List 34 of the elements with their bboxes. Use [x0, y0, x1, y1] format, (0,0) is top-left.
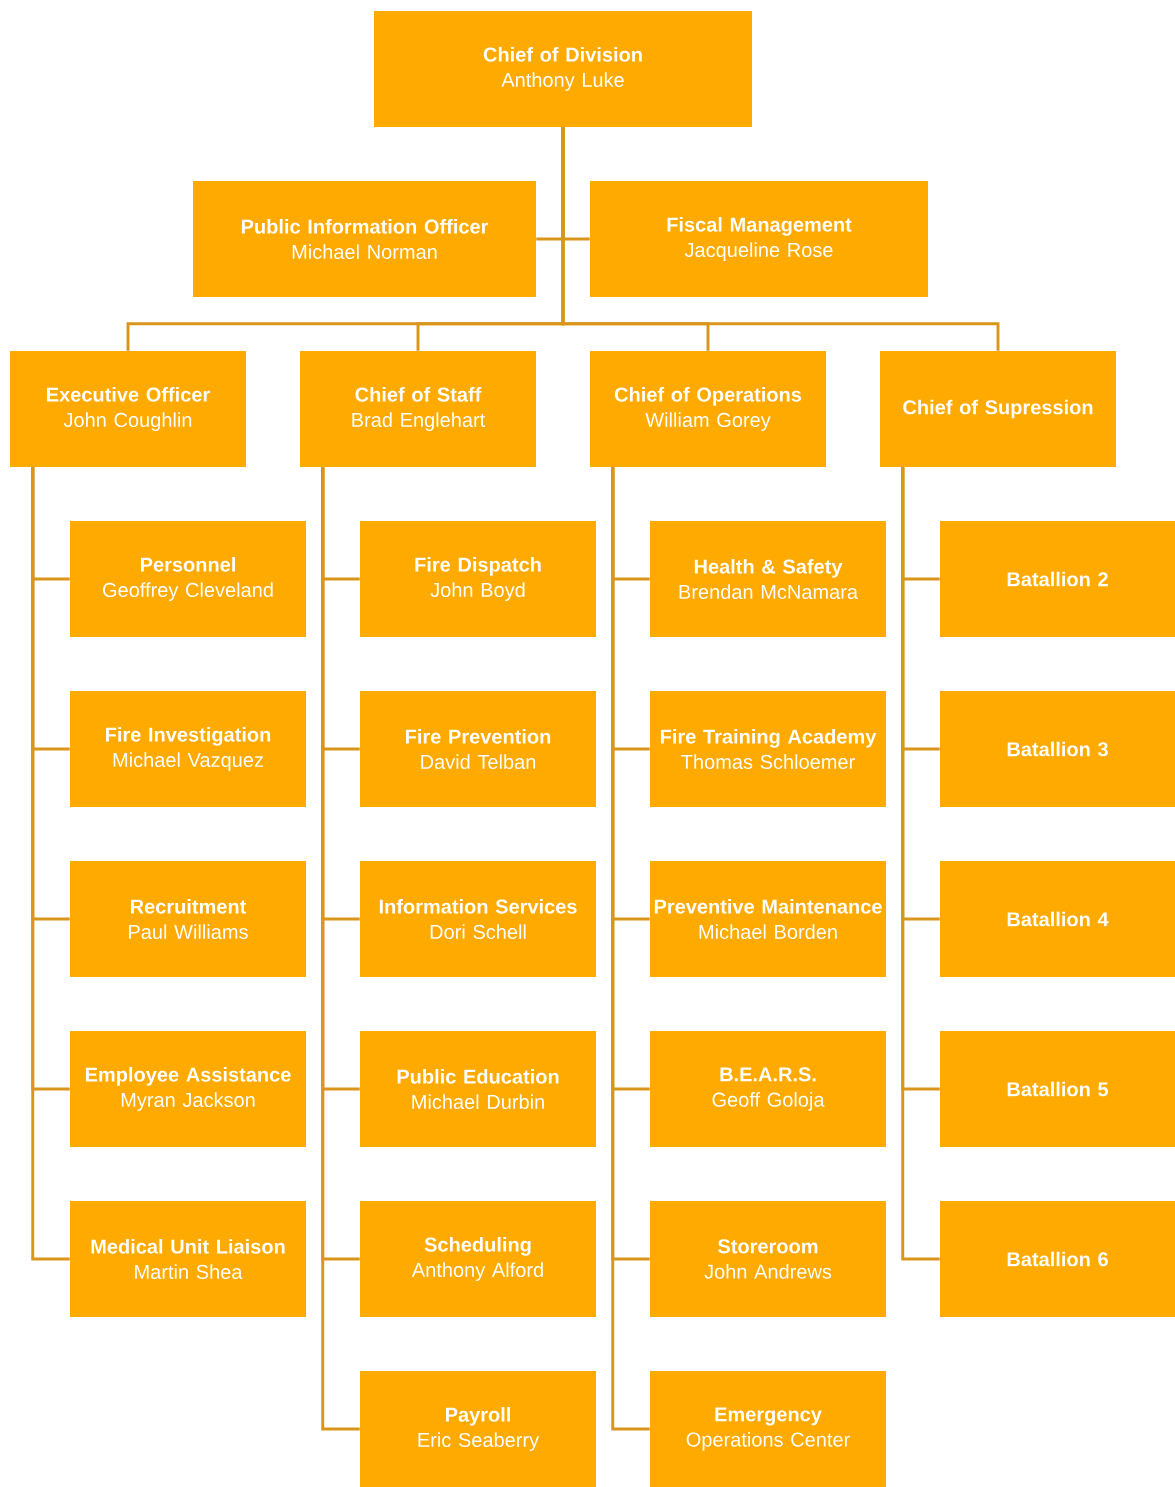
- org-box: Executive Officer John Coughlin: [10, 351, 246, 467]
- org-box: Chief of Supression: [880, 351, 1116, 467]
- connector-line: [321, 467, 360, 1431]
- org-box: Batallion 5: [940, 1031, 1175, 1147]
- org-box: Scheduling Anthony Alford: [360, 1201, 596, 1317]
- org-box: Public Information Officer Michael Norman: [193, 181, 536, 297]
- org-box: Batallion 4: [940, 861, 1175, 977]
- org-box: Chief of Operations William Gorey: [590, 351, 826, 467]
- connector-line: [31, 467, 70, 1261]
- connector-line: [561, 127, 1000, 351]
- connector-line: [901, 467, 940, 1261]
- org-box: Chief of Division Anthony Luke: [374, 11, 752, 127]
- org-box: Fiscal Management Jacqueline Rose: [590, 181, 928, 297]
- org-box: Batallion 6: [940, 1201, 1175, 1317]
- org-box: Batallion 2: [940, 521, 1175, 637]
- org-box: Payroll Eric Seaberry: [360, 1371, 596, 1487]
- org-box: Public Education Michael Durbin: [360, 1031, 596, 1147]
- org-box: Personnel Geoffrey Cleveland: [70, 521, 306, 637]
- org-box: Fire Prevention David Telban: [360, 691, 596, 807]
- org-box: Chief of Staff Brad Englehart: [300, 351, 536, 467]
- org-box: Fire Investigation Michael Vazquez: [70, 691, 306, 807]
- org-box: Health & Safety Brendan McNamara: [650, 521, 886, 637]
- org-box: Preventive Maintenance Michael Borden: [650, 861, 886, 977]
- org-box: Fire Training Academy Thomas Schloemer: [650, 691, 886, 807]
- connector-line: [611, 467, 650, 1431]
- org-box: Storeroom John Andrews: [650, 1201, 886, 1317]
- org-box: Batallion 3: [940, 691, 1175, 807]
- org-box: Medical Unit Liaison Martin Shea: [70, 1201, 306, 1317]
- org-box: Recruitment Paul Williams: [70, 861, 306, 977]
- org-box: Information Services Dori Schell: [360, 861, 596, 977]
- org-box: Employee Assistance Myran Jackson: [70, 1031, 306, 1147]
- org-box: B.E.A.R.S. Geoff Goloja: [650, 1031, 886, 1147]
- org-box: Emergency Operations Center: [650, 1371, 886, 1487]
- org-box: Fire Dispatch John Boyd: [360, 521, 596, 637]
